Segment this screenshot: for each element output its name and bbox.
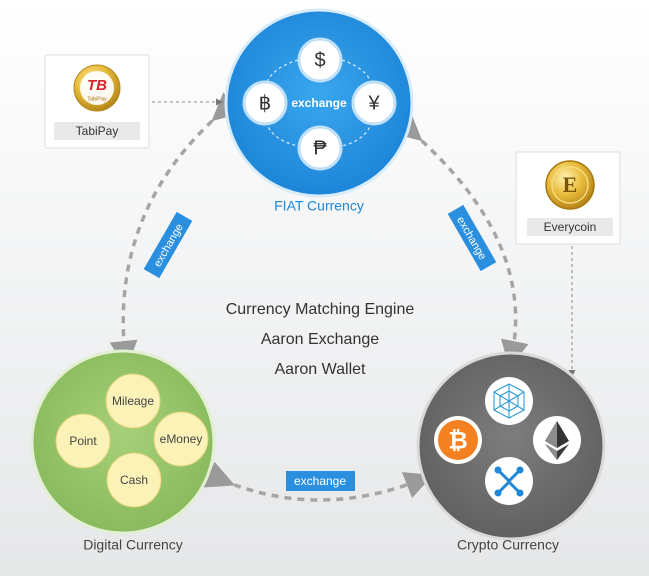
arc-fiat-digital	[109, 92, 242, 369]
tabipay-label: TabiPay	[76, 124, 119, 138]
baht-coin	[242, 80, 288, 126]
svg-text:₿: ₿	[448, 427, 468, 454]
everycoin-logo: E	[545, 160, 595, 210]
fiat-circle: $ ฿ ¥ ₱ exchange	[224, 8, 414, 198]
bitcoin-icon: ₿	[434, 416, 482, 464]
exchange-badge-left: exchange	[143, 211, 193, 279]
point-label: Point	[69, 434, 97, 448]
baht-symbol: ฿	[259, 92, 272, 114]
ripple-icon	[485, 457, 533, 505]
crypto-label: Crypto Currency	[457, 537, 559, 553]
svg-text:exchange: exchange	[294, 474, 346, 488]
peso-symbol: ₱	[313, 137, 327, 159]
point-bubble	[55, 413, 111, 469]
digital-circle: Mileage Point eMoney Cash	[30, 349, 216, 535]
dollar-coin	[297, 37, 343, 83]
dollar-symbol: $	[314, 49, 325, 71]
qtum-icon	[485, 377, 533, 425]
mileage-bubble	[105, 373, 161, 429]
yen-symbol: ¥	[367, 92, 380, 114]
tabipay-logo: TB TabiPay	[73, 64, 121, 112]
svg-text:TabiPay: TabiPay	[87, 96, 107, 102]
ethereum-icon	[533, 416, 581, 464]
mileage-label: Mileage	[112, 394, 154, 408]
cash-label: Cash	[120, 473, 148, 487]
fiat-label: FIAT Currency	[274, 198, 364, 214]
cash-bubble	[106, 452, 162, 508]
center-line-3: Aaron Wallet	[275, 361, 367, 378]
emoney-bubble	[153, 411, 209, 467]
crypto-circle: ₿	[416, 351, 606, 541]
exchange-badge-right: exchange	[447, 204, 497, 272]
connector-arcs	[109, 92, 529, 502]
yen-coin	[351, 80, 397, 126]
emoney-label: eMoney	[160, 432, 203, 446]
digital-label: Digital Currency	[83, 537, 183, 553]
feed-lines	[152, 98, 576, 377]
center-line-1: Currency Matching Engine	[226, 301, 415, 318]
center-text-block: Currency Matching Engine Aaron Exchange …	[226, 301, 415, 378]
arc-fiat-crypto	[392, 112, 529, 369]
svg-text:E: E	[563, 172, 578, 197]
everycoin-label: Everycoin	[544, 220, 597, 234]
peso-coin	[297, 125, 343, 171]
center-line-2: Aaron Exchange	[261, 331, 379, 348]
tabipay-card: TB TabiPay TabiPay	[44, 54, 150, 149]
svg-text:TB: TB	[87, 77, 107, 94]
everycoin-card: E Everycoin	[515, 151, 621, 245]
exchange-badge-bottom: exchange	[286, 471, 355, 491]
fiat-exchange-label: exchange	[291, 96, 347, 110]
